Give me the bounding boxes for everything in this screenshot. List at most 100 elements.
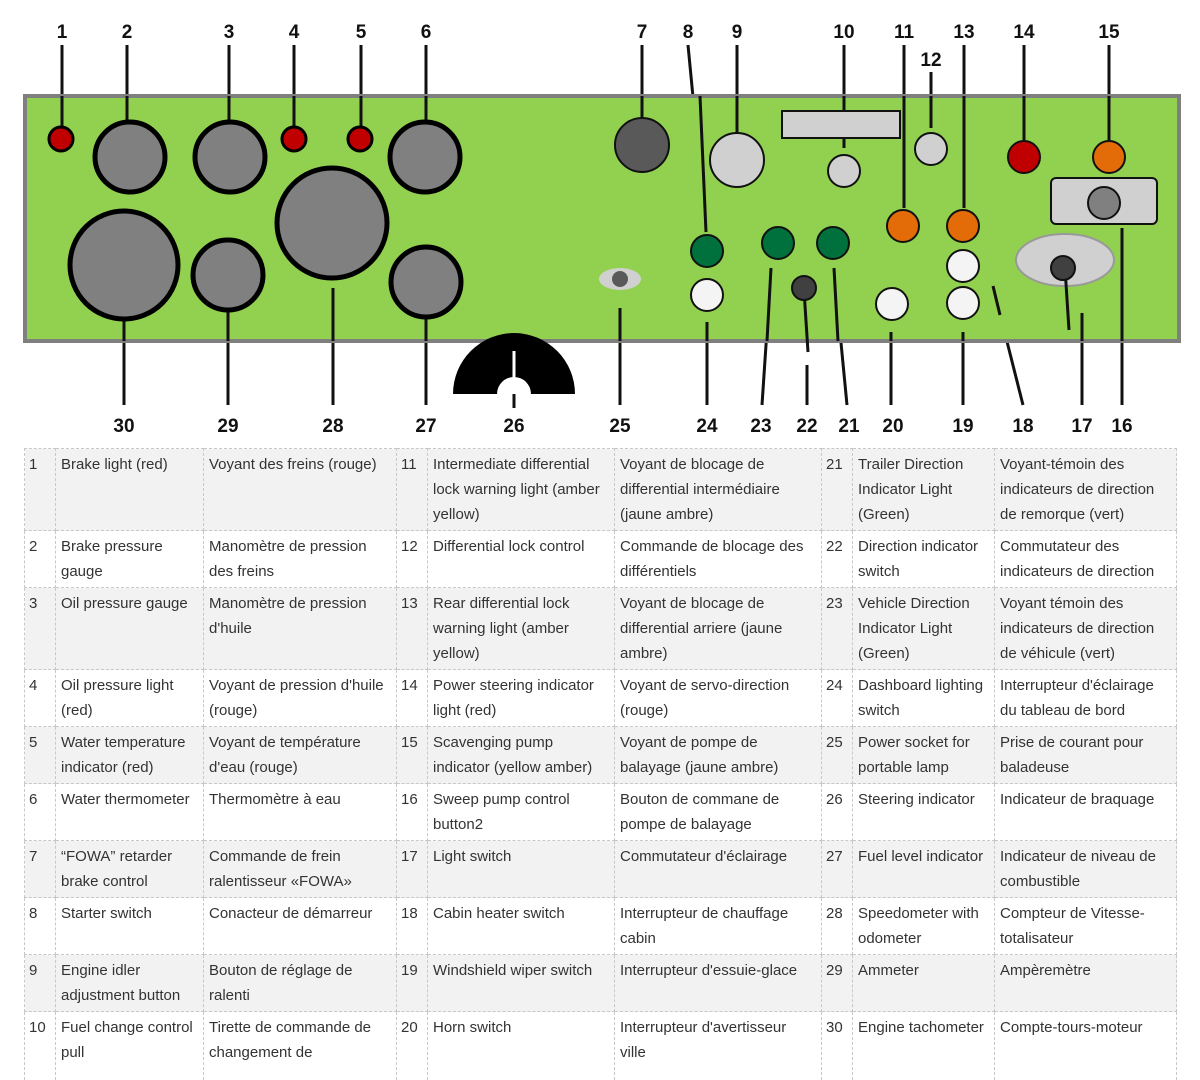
legend-number: 28 <box>822 898 853 955</box>
legend-number: 10 <box>25 1012 56 1080</box>
engine-tachometer <box>70 211 178 319</box>
callout-13: 13 <box>953 22 974 43</box>
legend-number: 15 <box>397 727 428 784</box>
callout-17: 17 <box>1071 416 1092 437</box>
legend-english: Light switch <box>428 841 615 898</box>
callout-10: 10 <box>833 22 854 43</box>
dashboard-lighting-switch <box>691 279 723 311</box>
callout-15: 15 <box>1098 22 1120 43</box>
dashboard-panel <box>25 96 1179 341</box>
fuel-change-knob <box>828 155 860 187</box>
vehicle-direction-light <box>691 235 723 267</box>
legend-number: 25 <box>822 727 853 784</box>
legend-french: Thermomètre à eau <box>204 784 397 841</box>
legend-number: 29 <box>822 955 853 1012</box>
callout-6: 6 <box>421 22 432 43</box>
legend-french: Voyant témoin des indicateurs de directi… <box>995 588 1177 670</box>
legend-french: Indicateur de niveau de combustible <box>995 841 1177 898</box>
legend-number: 2 <box>25 531 56 588</box>
legend-number: 19 <box>397 955 428 1012</box>
callout-3: 3 <box>224 22 235 43</box>
legend-french: Interrupteur de chauffage cabin <box>615 898 822 955</box>
legend-english: Vehicle Direction Indicator Light (Green… <box>853 588 995 670</box>
callout-28: 28 <box>322 416 343 437</box>
water-temperature-light <box>348 127 372 151</box>
callout-29: 29 <box>217 416 238 437</box>
legend-french: Conacteur de démarreur <box>204 898 397 955</box>
legend-french: Compteur de Vitesse-totalisateur <box>995 898 1177 955</box>
legend-english: Water temperature indicator (red) <box>56 727 204 784</box>
callout-26: 26 <box>503 416 524 437</box>
legend-number: 11 <box>397 449 428 531</box>
callout-12: 12 <box>920 50 941 71</box>
water-thermometer <box>390 122 460 192</box>
legend-french: Voyant des freins (rouge) <box>204 449 397 531</box>
ammeter <box>193 240 263 310</box>
dashboard-diagram: 1 2 3 4 5 6 7 8 9 10 11 12 13 14 15 16 1… <box>0 0 1200 445</box>
legend-french: Voyant de pression d'huile (rouge) <box>204 670 397 727</box>
fowa-retarder-control <box>615 118 669 172</box>
legend-number: 30 <box>822 1012 853 1080</box>
callout-19: 19 <box>952 416 973 437</box>
legend-english: Oil pressure gauge <box>56 588 204 670</box>
legend-english: Fuel change control pull <box>56 1012 204 1080</box>
legend-french: Interrupteur d'essuie-glace <box>615 955 822 1012</box>
legend-number: 24 <box>822 670 853 727</box>
legend-french: Commande de blocage des différentiels <box>615 531 822 588</box>
sweep-pump-button <box>1088 187 1120 219</box>
rear-diff-lock-light <box>947 210 979 242</box>
legend-french: Voyant de blocage de differential arrier… <box>615 588 822 670</box>
legend-french: Commutateur d'éclairage <box>615 841 822 898</box>
legend-english: Windshield wiper switch <box>428 955 615 1012</box>
legend-english: Ammeter <box>853 955 995 1012</box>
legend-french: Bouton de réglage de ralenti <box>204 955 397 1012</box>
horn-switch <box>876 288 908 320</box>
legend-number: 5 <box>25 727 56 784</box>
legend-english: Sweep pump control button2 <box>428 784 615 841</box>
legend-french: Bouton de commane de pompe de balayage <box>615 784 822 841</box>
speedometer <box>277 168 387 278</box>
legend-english: Trailer Direction Indicator Light (Green… <box>853 449 995 531</box>
callout-8: 8 <box>683 22 694 43</box>
callout-1: 1 <box>57 22 68 43</box>
legend-french: Voyant de servo-direction (rouge) <box>615 670 822 727</box>
light-switch-knob <box>1051 256 1075 280</box>
legend-english: Oil pressure light (red) <box>56 670 204 727</box>
differential-lock-control <box>915 133 947 165</box>
engine-idler-button <box>710 133 764 187</box>
vehicle-direction-light-2 <box>762 227 794 259</box>
legend-number: 21 <box>822 449 853 531</box>
legend-number: 23 <box>822 588 853 670</box>
legend-number: 26 <box>822 784 853 841</box>
legend-french: Ampèremètre <box>995 955 1177 1012</box>
legend-number: 1 <box>25 449 56 531</box>
legend-english: Starter switch <box>56 898 204 955</box>
legend-number: 12 <box>397 531 428 588</box>
callout-4: 4 <box>289 22 300 43</box>
legend-english: Engine idler adjustment button <box>56 955 204 1012</box>
callout-5: 5 <box>356 22 367 43</box>
fuel-level-indicator <box>391 247 461 317</box>
callout-20: 20 <box>882 416 903 437</box>
oil-pressure-light <box>282 127 306 151</box>
legend-french: Voyant de pompe de balayage (jaune ambre… <box>615 727 822 784</box>
callout-25: 25 <box>609 416 631 437</box>
legend-number: 18 <box>397 898 428 955</box>
legend-english: Direction indicator switch <box>853 531 995 588</box>
callout-14: 14 <box>1013 22 1035 43</box>
oil-pressure-gauge <box>195 122 265 192</box>
callout-9: 9 <box>732 22 743 43</box>
legend-french: Commutateur des indicateurs de direction <box>995 531 1177 588</box>
callout-23: 23 <box>750 416 771 437</box>
legend-number: 14 <box>397 670 428 727</box>
trailer-direction-light <box>817 227 849 259</box>
legend-number: 8 <box>25 898 56 955</box>
legend-english: Brake pressure gauge <box>56 531 204 588</box>
